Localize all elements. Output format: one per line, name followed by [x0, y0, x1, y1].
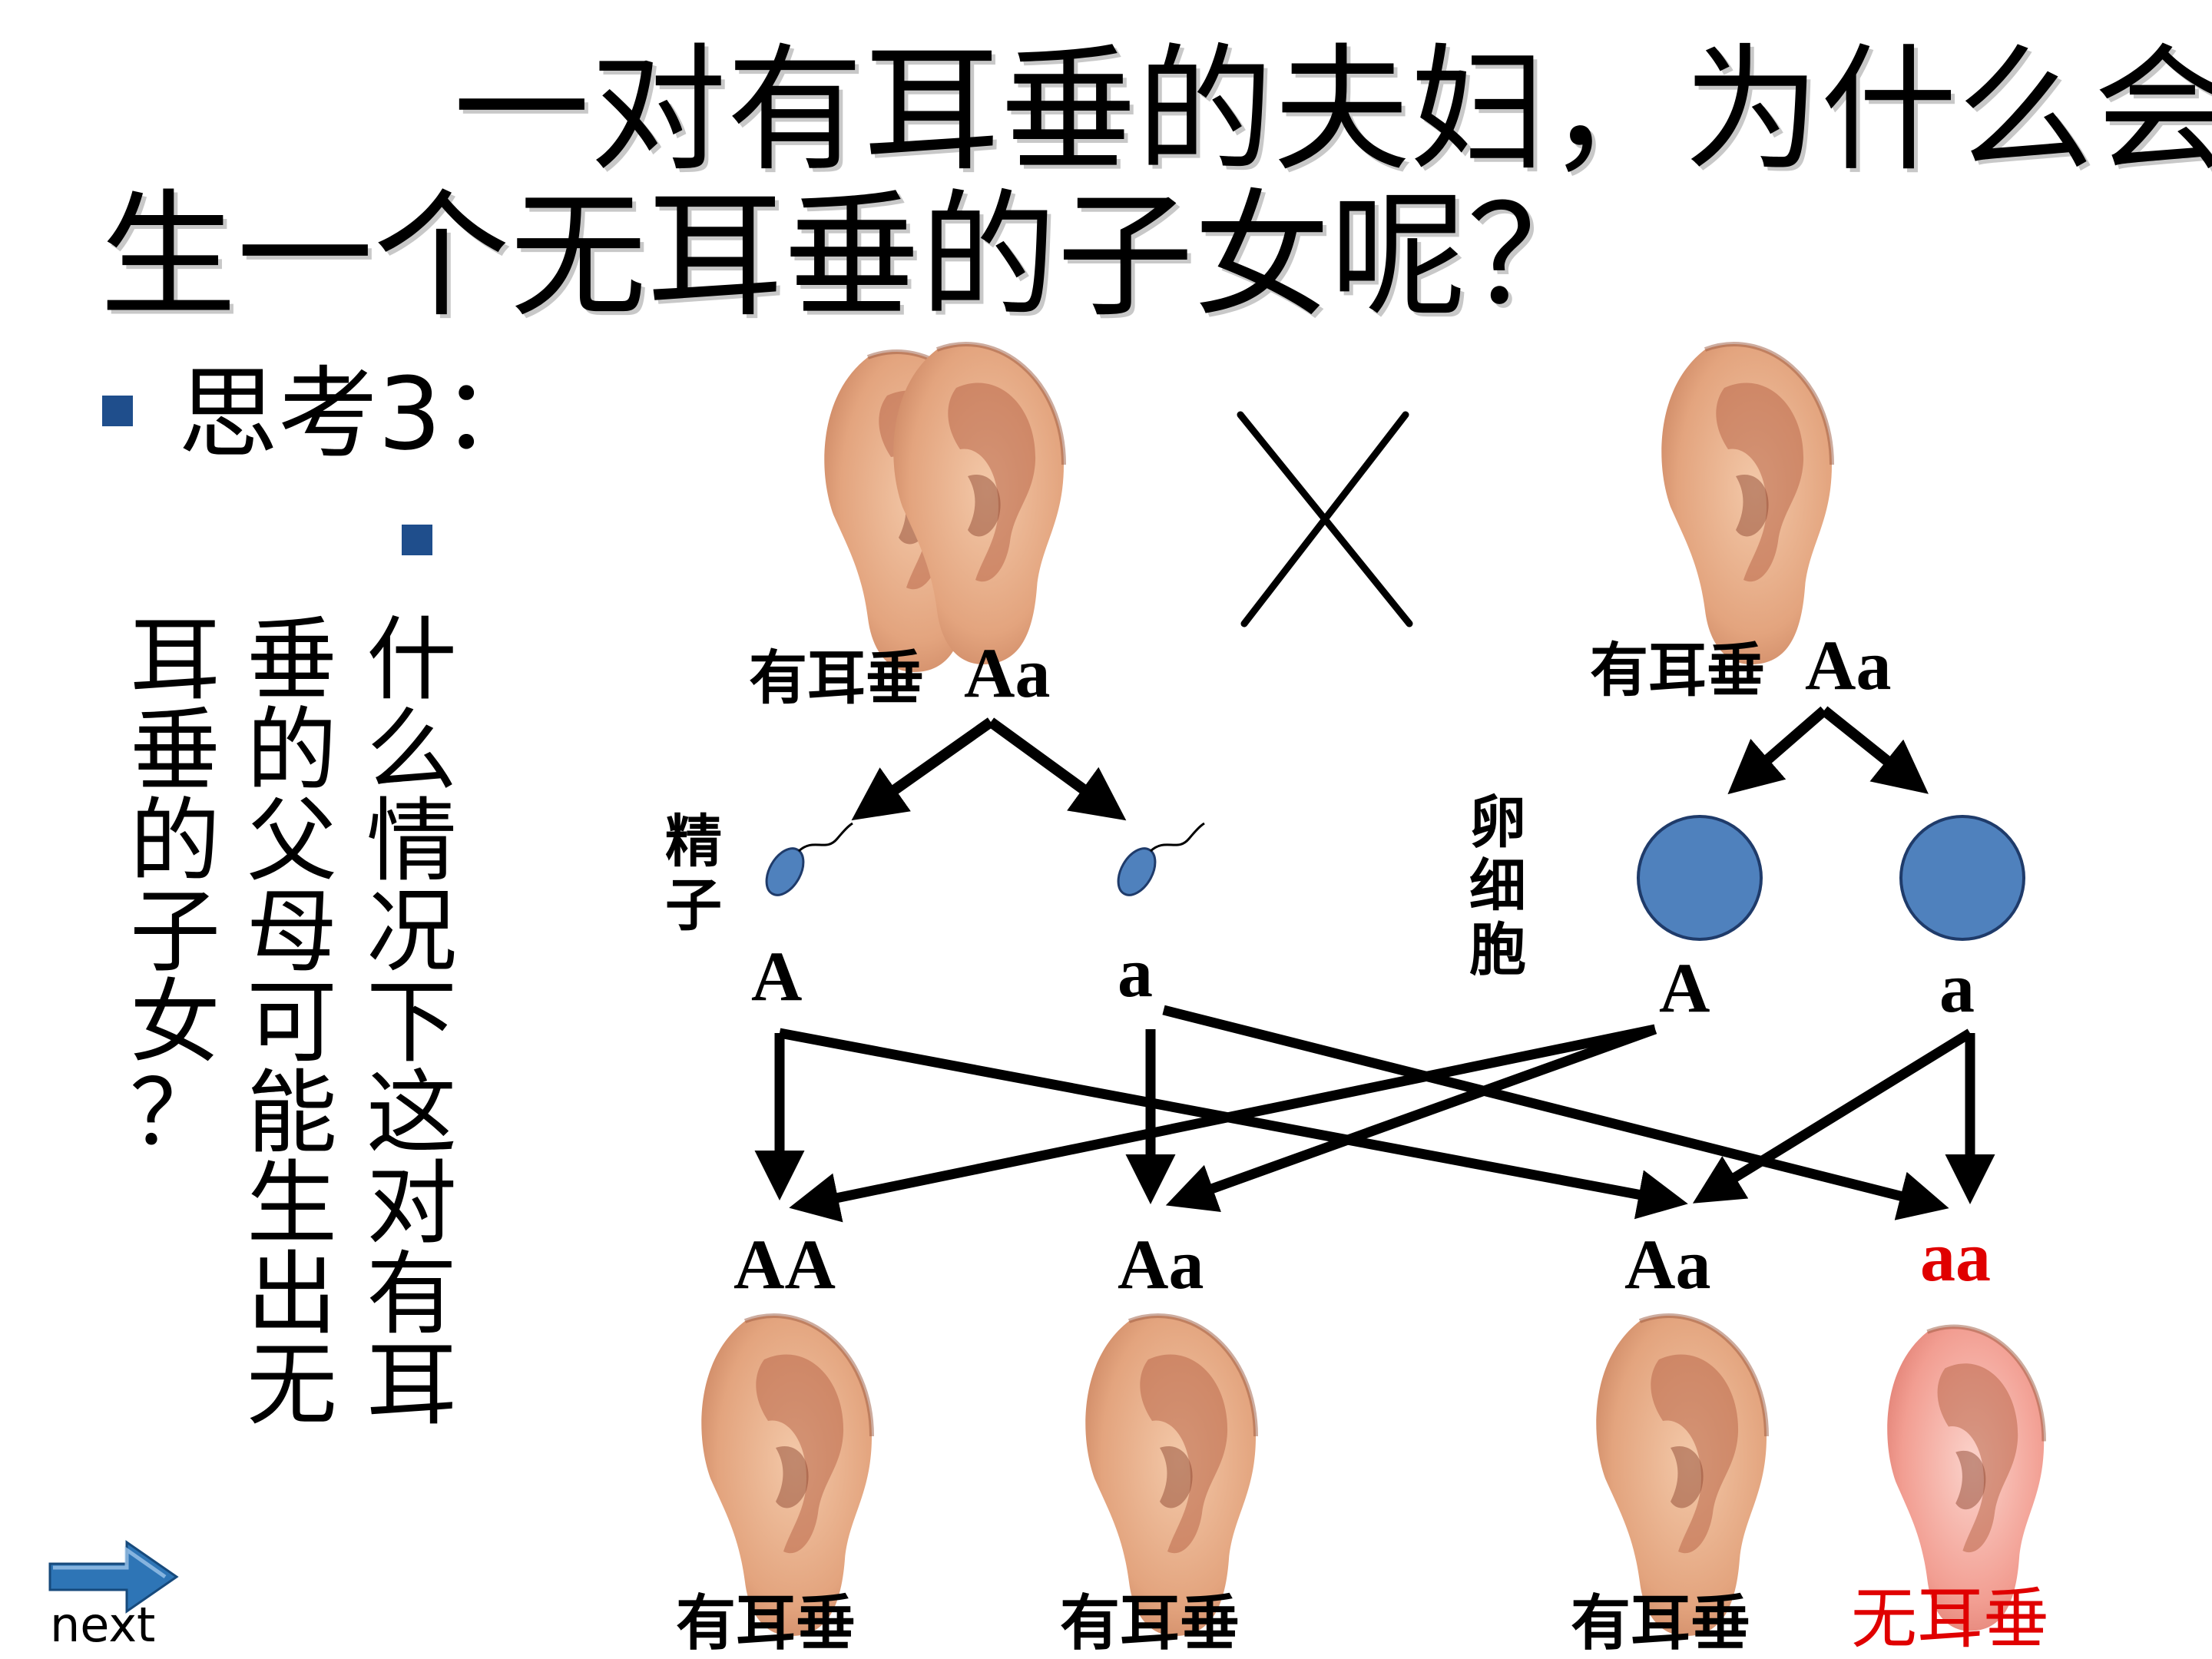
meiosis-arrows	[860, 710, 1920, 814]
offspring-genotype: Aa	[1118, 1229, 1204, 1300]
mother-phenotype-label: 有耳垂	[1590, 641, 1765, 700]
vertical-char: 细	[1463, 855, 1532, 919]
vertical-char: 子	[659, 874, 728, 938]
offspring-phenotype-recessive: 无耳垂	[1851, 1586, 2049, 1652]
sperm-icon	[1111, 823, 1204, 902]
father-genotype-label: Aa	[964, 637, 1050, 708]
vertical-char: 精	[659, 810, 728, 874]
egg-allele-label: a	[1939, 952, 1975, 1023]
father-phenotype-label: 有耳垂	[749, 649, 924, 707]
sperm-allele-label: A	[751, 941, 802, 1012]
fertilization-arrows	[780, 1010, 1970, 1206]
vertical-char: 卵	[1463, 791, 1532, 855]
offspring-genotype-recessive: aa	[1920, 1221, 1991, 1292]
mother-genotype-label: Aa	[1805, 630, 1891, 700]
egg-allele-label: A	[1659, 952, 1710, 1023]
egg-cell-icon	[1638, 816, 1761, 939]
egg-label: 卵细胞	[1463, 791, 1532, 982]
offspring-phenotype: 有耳垂	[676, 1594, 856, 1654]
offspring-phenotype: 有耳垂	[1571, 1594, 1750, 1654]
sperm-label: 精子	[659, 810, 728, 938]
offspring-phenotype: 有耳垂	[1060, 1594, 1240, 1654]
sperm-icon	[759, 823, 853, 902]
next-button-label[interactable]: next	[50, 1601, 155, 1649]
vertical-char: 胞	[1463, 919, 1532, 982]
offspring-genotype: Aa	[1624, 1229, 1710, 1300]
offspring-genotype: AA	[733, 1229, 836, 1300]
ear-icon	[1661, 344, 1832, 664]
cross-icon	[1240, 415, 1409, 624]
sperm-allele-label: a	[1118, 937, 1153, 1008]
egg-cell-icon	[1901, 816, 2024, 939]
